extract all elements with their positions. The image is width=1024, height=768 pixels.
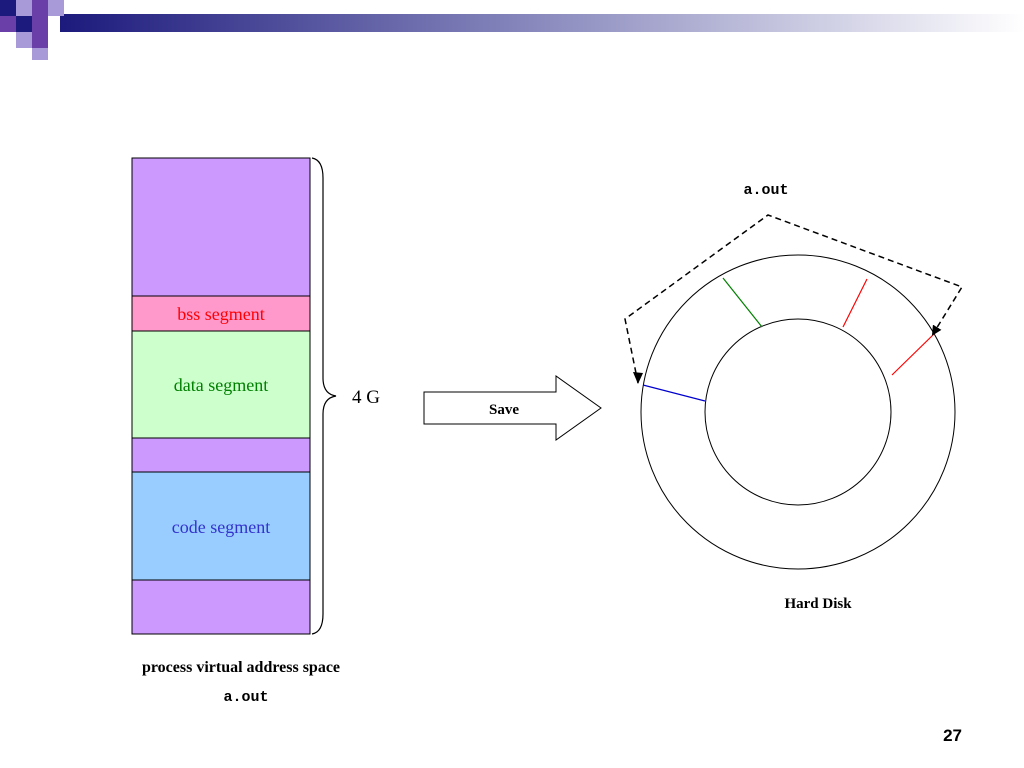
hard-disk bbox=[640, 254, 956, 570]
track-line-red-upper bbox=[842, 278, 868, 328]
header-square-mid-1 bbox=[32, 0, 48, 16]
bss-segment-label: bss segment bbox=[177, 304, 265, 324]
disk-caption: Hard Disk bbox=[784, 596, 852, 612]
size-label: 4 G bbox=[352, 387, 380, 408]
header-square-mid-2 bbox=[0, 16, 16, 32]
free-region-middle bbox=[131, 437, 311, 473]
code-segment-label: code segment bbox=[172, 517, 270, 537]
slide-number: 27 bbox=[943, 726, 962, 745]
memory-column: bss segment data segment code segment bbox=[131, 157, 311, 635]
header-square-light-4 bbox=[32, 48, 48, 60]
header-square-light-3 bbox=[16, 32, 32, 48]
bss-segment bbox=[131, 295, 311, 332]
free-region-top bbox=[131, 157, 311, 297]
slide-header-decoration bbox=[0, 0, 1024, 60]
header-square-dark-1 bbox=[0, 0, 16, 16]
disk-inner-circle bbox=[704, 318, 892, 506]
data-segment-label: data segment bbox=[174, 375, 268, 395]
file-outline-arrowhead-left bbox=[633, 372, 643, 384]
memory-file-label: a.out bbox=[223, 689, 268, 706]
disk-file-label: a.out bbox=[743, 182, 788, 199]
header-square-light-1 bbox=[16, 0, 32, 16]
track-line-green bbox=[722, 277, 763, 328]
header-square-mid-3 bbox=[32, 16, 48, 32]
header-square-mid-4 bbox=[32, 32, 48, 48]
track-line-blue bbox=[642, 384, 706, 402]
header-gradient-bar bbox=[60, 14, 1024, 32]
memory-caption: process virtual address space bbox=[142, 659, 340, 676]
data-segment bbox=[131, 330, 311, 439]
code-segment bbox=[131, 471, 311, 581]
header-square-light-2 bbox=[48, 0, 64, 16]
header-square-dark-2 bbox=[16, 16, 32, 32]
size-brace bbox=[311, 157, 337, 635]
free-region-bottom bbox=[131, 579, 311, 635]
save-arrow-label: Save bbox=[489, 402, 519, 418]
track-line-red-right bbox=[891, 332, 936, 376]
save-arrow bbox=[423, 375, 602, 441]
file-outline-dashed bbox=[624, 214, 964, 384]
